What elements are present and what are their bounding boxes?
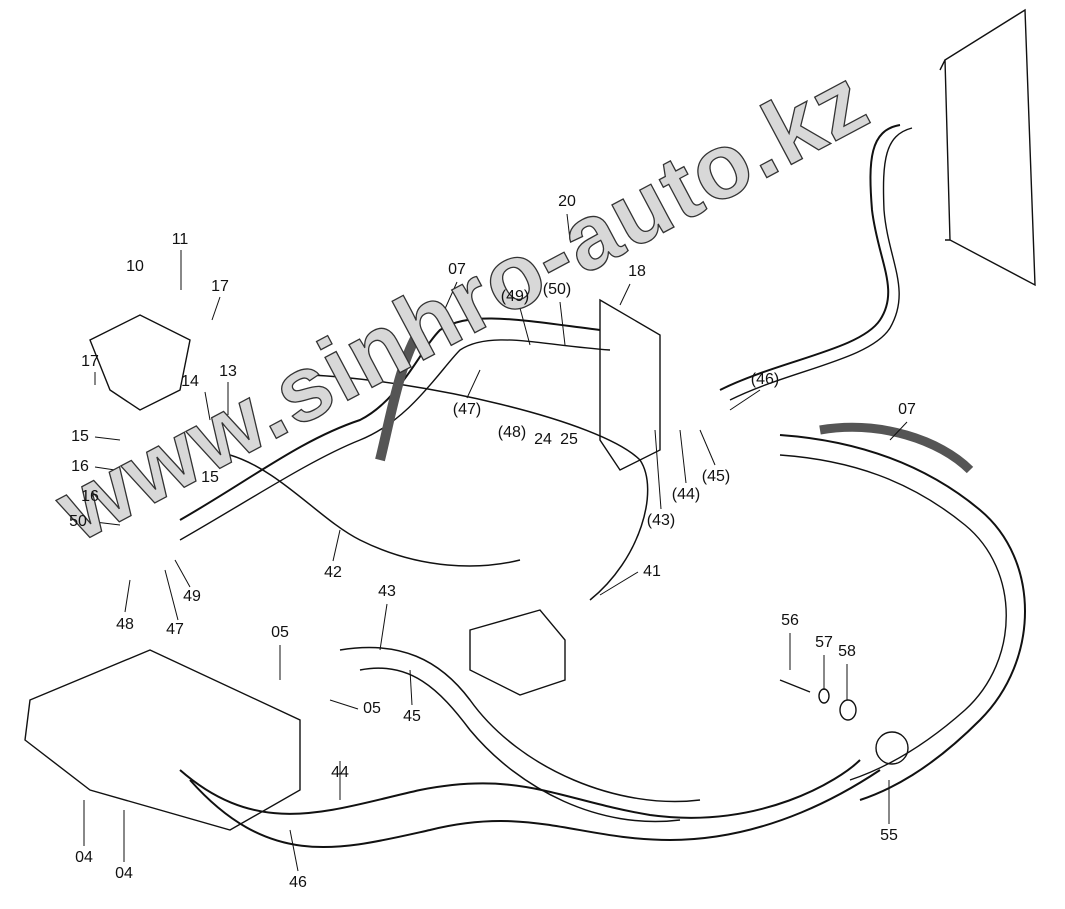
callout-57: 57 (815, 634, 833, 651)
callout-11: 11 (171, 231, 189, 248)
callout-10: 10 (126, 258, 144, 275)
callout-07: 07 (898, 401, 916, 418)
callout-15: 15 (71, 428, 89, 445)
hose-41 (309, 374, 649, 601)
callout-55: 55 (880, 827, 898, 844)
callout-48: 48 (116, 616, 134, 633)
callout-44: (44) (671, 486, 701, 503)
hose-panel (719, 124, 901, 391)
callout-20: 20 (558, 193, 576, 210)
callout-50: (50) (542, 281, 572, 298)
callout-18: 18 (628, 263, 646, 280)
control-valve (24, 649, 301, 831)
callout-45: 45 (403, 708, 421, 725)
callout-14: 14 (181, 373, 199, 390)
pilot-block (89, 314, 191, 411)
callout-07: 07 (448, 261, 466, 278)
callout-45: (45) (701, 468, 731, 485)
callout-48: (48) (497, 424, 527, 441)
callout-05: 05 (363, 700, 381, 717)
callout-47: (47) (452, 401, 482, 418)
callout-04: 04 (75, 849, 93, 866)
control-panel (944, 8, 1036, 287)
callout-17: 17 (81, 353, 99, 370)
callout-15: 15 (201, 469, 219, 486)
hose-45 (359, 667, 681, 823)
hose-bundle-07 (779, 434, 1026, 801)
bracket-18 (599, 298, 661, 471)
callout-42: 42 (324, 564, 342, 581)
callout-04: 04 (115, 865, 133, 882)
callout-16: 16 (71, 458, 89, 475)
callout-47: 47 (166, 621, 184, 638)
callout-25: 25 (560, 431, 578, 448)
callout-50: 50 (69, 513, 87, 530)
callout-16: 16 (81, 488, 99, 505)
callout-46: (46) (750, 371, 780, 388)
callout-44: 44 (331, 764, 349, 781)
callout-17: 17 (211, 278, 229, 295)
callout-24: 24 (534, 431, 552, 448)
hose-43 (339, 646, 701, 803)
callout-46: 46 (289, 874, 307, 891)
hose-46 (189, 769, 881, 849)
callout-43: 43 (378, 583, 396, 600)
clamp-55 (875, 731, 909, 765)
callout-13: 13 (219, 363, 237, 380)
callout-58: 58 (838, 643, 856, 660)
callout-56: 56 (781, 612, 799, 629)
hose-42 (229, 454, 521, 567)
valve-block (469, 609, 566, 696)
hose-44 (179, 759, 861, 819)
callout-05: 05 (271, 624, 289, 641)
callout-49: (49) (500, 288, 530, 305)
callout-41: 41 (643, 563, 661, 580)
callout-49: 49 (183, 588, 201, 605)
callout-43: (43) (646, 512, 676, 529)
leader-lines (83, 213, 908, 872)
